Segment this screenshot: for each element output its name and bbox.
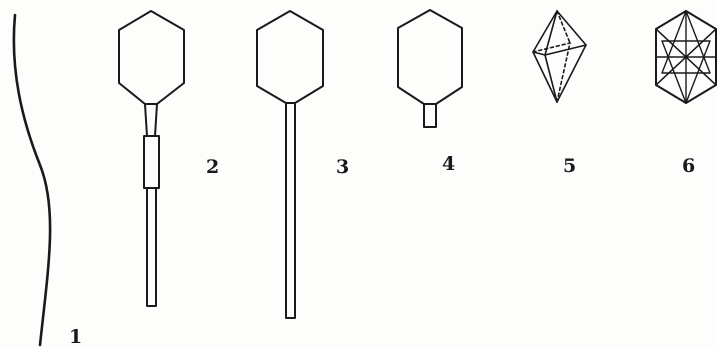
bipyramid-virus: [532, 10, 587, 103]
label-5: 5: [563, 155, 577, 177]
short-tailed-phage: [397, 9, 463, 128]
filamentous-virus-shape: [12, 13, 52, 347]
label-6: 6: [682, 155, 696, 177]
icosahedral-virus: [655, 10, 717, 104]
tailed-phage-with-sheath: [118, 10, 185, 307]
label-3: 3: [336, 156, 350, 178]
label-1: 1: [69, 326, 83, 348]
long-tailed-phage: [256, 10, 324, 319]
label-2: 2: [206, 156, 220, 178]
label-4: 4: [442, 153, 456, 175]
